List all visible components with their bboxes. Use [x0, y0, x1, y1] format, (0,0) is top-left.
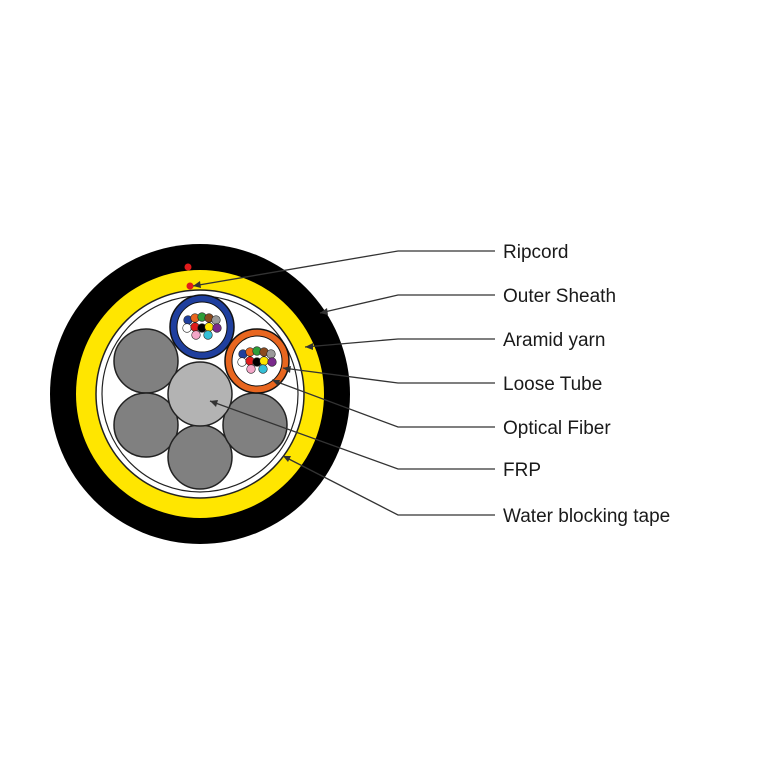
optical-fiber	[237, 357, 247, 367]
label-outer-sheath: Outer Sheath	[503, 286, 616, 307]
optical-fiber	[203, 330, 213, 340]
fiber-bundle-blue	[182, 312, 222, 340]
leader-line-loose-tube	[282, 367, 495, 384]
label-water-blocking-tape: Water blocking tape	[503, 506, 670, 527]
label-frp: FRP	[503, 460, 541, 481]
optical-fiber	[259, 356, 269, 366]
ripcord-dot	[184, 263, 192, 271]
leader-line-frp	[209, 400, 495, 470]
label-loose-tube: Loose Tube	[503, 374, 602, 395]
filler-rod	[113, 392, 179, 458]
ripcord-dot	[186, 282, 194, 290]
label-aramid-yarn: Aramid yarn	[503, 330, 605, 351]
arrowhead	[320, 308, 328, 315]
arrowhead	[305, 343, 313, 350]
arrowhead	[272, 380, 280, 386]
leader-line-aramid-yarn	[304, 338, 495, 348]
label-optical-fiber: Optical Fiber	[503, 418, 611, 439]
arrowhead	[283, 456, 291, 462]
optical-fiber	[211, 315, 221, 325]
arrowhead	[193, 281, 201, 288]
filler-rod	[113, 328, 179, 394]
optical-fiber	[258, 364, 268, 374]
filler-rod	[167, 424, 233, 490]
leader-line-optical-fiber	[271, 379, 495, 428]
arrowhead	[210, 400, 218, 407]
fiber-bundle-orange	[237, 346, 277, 374]
leader-arrowheads	[193, 281, 328, 462]
leader-line-ripcord	[192, 250, 495, 287]
optical-fiber	[182, 323, 192, 333]
optical-fiber	[266, 349, 276, 359]
optical-fiber	[204, 322, 214, 332]
optical-fiber	[267, 357, 277, 367]
leader-lines	[192, 250, 495, 516]
frp-central-member	[167, 361, 233, 427]
leader-line-water-blocking-tape	[282, 455, 495, 516]
arrowhead	[283, 366, 291, 373]
leader-line-outer-sheath	[319, 294, 495, 314]
optical-fiber	[191, 330, 201, 340]
optical-fiber	[212, 323, 222, 333]
optical-fiber	[246, 364, 256, 374]
label-ripcord: Ripcord	[503, 242, 568, 263]
